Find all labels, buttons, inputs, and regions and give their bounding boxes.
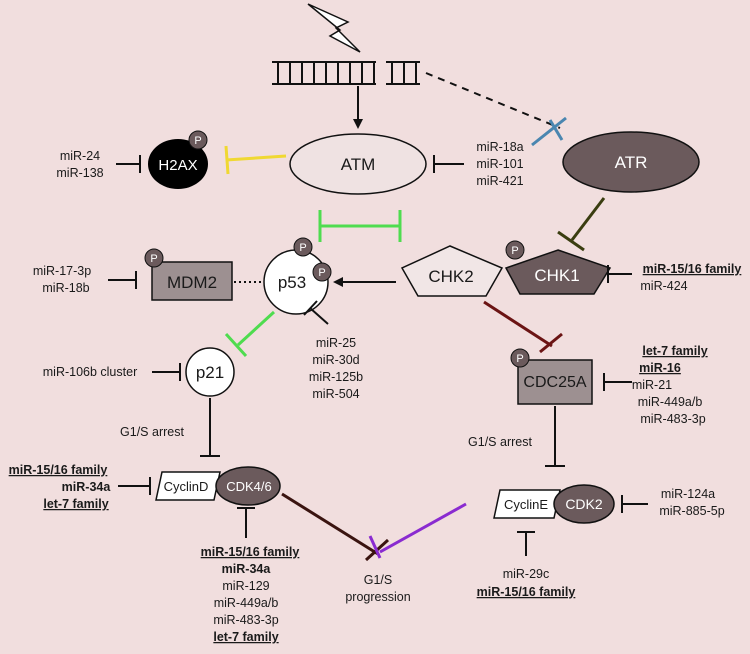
chk1-label: CHK1 — [534, 266, 579, 285]
cdk46-node — [215, 466, 281, 506]
chk1-node — [504, 249, 612, 295]
mirna-h2ax-1: miR-138 — [56, 166, 103, 180]
mirna-cdk2-1: miR-885-5p — [659, 504, 724, 518]
olive-inhibition-line — [570, 197, 606, 241]
mirna-cdk46-5: let-7 family — [213, 630, 278, 644]
blue-inhibition-line — [531, 116, 567, 147]
mirna-cdk46-1: miR-34a — [222, 562, 272, 576]
cdk2-label: CDK2 — [565, 496, 603, 512]
yellow-inhibition-bar — [224, 145, 230, 175]
chk2-label: CHK2 — [428, 267, 473, 286]
mirna-cyclind-0: miR-15/16 family — [9, 463, 108, 477]
lightning-icon — [307, 3, 361, 53]
mirna-p53-1: miR-30d — [312, 353, 359, 367]
mirna-cdc25a-3: miR-449a/b — [638, 395, 703, 409]
phosphate-icon — [505, 240, 525, 260]
cdc25a-node — [517, 359, 593, 405]
brown-inhibition-line — [281, 492, 379, 556]
phosphate-icon — [144, 248, 164, 268]
phosphate-label: P — [516, 353, 523, 365]
mirna-cycline-1: miR-15/16 family — [477, 585, 576, 599]
g1s-progression-line2: progression — [345, 590, 410, 604]
chk2-node — [400, 245, 504, 297]
mirna-cyclind-2: let-7 family — [43, 497, 108, 511]
yellow-inhibition-line — [225, 154, 287, 162]
dna-double-strand-icon — [272, 61, 420, 85]
mirna-chk1-1: miR-424 — [640, 279, 687, 293]
p53-label: p53 — [278, 273, 306, 292]
mdm2-node — [151, 261, 233, 301]
green-inhibition-p53-p21-bar — [224, 332, 248, 358]
mirna-cdk46-3: miR-449a/b — [214, 596, 279, 610]
phosphate-label: P — [150, 253, 157, 265]
h2ax-label: H2AX — [158, 157, 197, 174]
mirna-cdk46-0: miR-15/16 family — [201, 545, 300, 559]
blue-inhibition-bar — [548, 119, 564, 141]
mirna-cdk2-0: miR-124a — [661, 487, 715, 501]
p53-mirna-bar — [303, 300, 318, 316]
maroon-inhibition-line — [483, 300, 553, 348]
h2ax-node — [148, 139, 208, 189]
mirna-cyclind-1: miR-34a — [62, 480, 112, 494]
cyclind-label: CyclinD — [164, 479, 209, 494]
p53-mirna-line — [309, 307, 329, 325]
mirna-h2ax-0: miR-24 — [60, 149, 100, 163]
atm-label: ATM — [341, 155, 376, 174]
phosphate-label: P — [299, 242, 306, 254]
phosphate-label: P — [318, 267, 325, 279]
mirna-p53-2: miR-125b — [309, 370, 363, 384]
mirna-cdc25a-4: miR-483-3p — [640, 412, 705, 426]
mdm2-label: MDM2 — [167, 273, 217, 292]
cycline-node — [493, 489, 561, 519]
mirna-cycline-0: miR-29c — [503, 567, 550, 581]
mirna-p21-0: miR-106b cluster — [43, 365, 137, 379]
mirna-p53-0: miR-25 — [316, 336, 356, 350]
mirna-cdc25a-2: miR-21 — [632, 378, 672, 392]
mirna-p53-3: miR-504 — [312, 387, 359, 401]
phosphate-icon — [188, 130, 208, 150]
purple-inhibition-line — [379, 502, 467, 554]
g1s-arrest-right: G1/S arrest — [468, 435, 532, 449]
cdk46-label: CDK4/6 — [226, 479, 272, 494]
maroon-inhibition-bar — [539, 332, 563, 354]
mirna-mdm2-0: miR-17-3p — [33, 264, 91, 278]
mirna-cdc25a-0: let-7 family — [642, 344, 707, 358]
phosphate-icon — [312, 262, 332, 282]
green-inhibition-p53-p21 — [236, 310, 276, 347]
p21-node — [185, 347, 235, 397]
mirna-atm-2: miR-421 — [476, 174, 523, 188]
phosphate-icon — [510, 348, 530, 368]
phosphate-icon — [293, 237, 313, 257]
p21-label: p21 — [196, 363, 224, 382]
cyclind-node — [155, 471, 221, 501]
dna-to-atr-dashed — [425, 72, 561, 129]
mirna-chk1-0: miR-15/16 family — [643, 262, 742, 276]
mirna-mdm2-1: miR-18b — [42, 281, 89, 295]
green-inhibition-p53-chk2 — [318, 210, 402, 242]
atr-node — [562, 131, 700, 193]
phosphate-label: P — [511, 245, 518, 257]
atm-node — [289, 133, 427, 195]
purple-inhibition-bar — [368, 535, 382, 559]
mirna-cdk46-4: miR-483-3p — [213, 613, 278, 627]
olive-inhibition-bar — [557, 230, 585, 252]
atr-label: ATR — [615, 153, 648, 172]
phosphate-label: P — [194, 135, 201, 147]
g1s-arrest-left: G1/S arrest — [120, 425, 184, 439]
cdc25a-label: CDC25A — [523, 374, 586, 391]
cycline-label: CyclinE — [504, 497, 548, 512]
mirna-cdc25a-1: miR-16 — [639, 361, 681, 375]
g1s-progression-line1: G1/S — [364, 573, 393, 587]
mirna-cdk46-2: miR-129 — [222, 579, 269, 593]
mirna-atm-1: miR-101 — [476, 157, 523, 171]
mirna-atm-0: miR-18a — [476, 140, 523, 154]
cdk2-node — [553, 484, 615, 524]
